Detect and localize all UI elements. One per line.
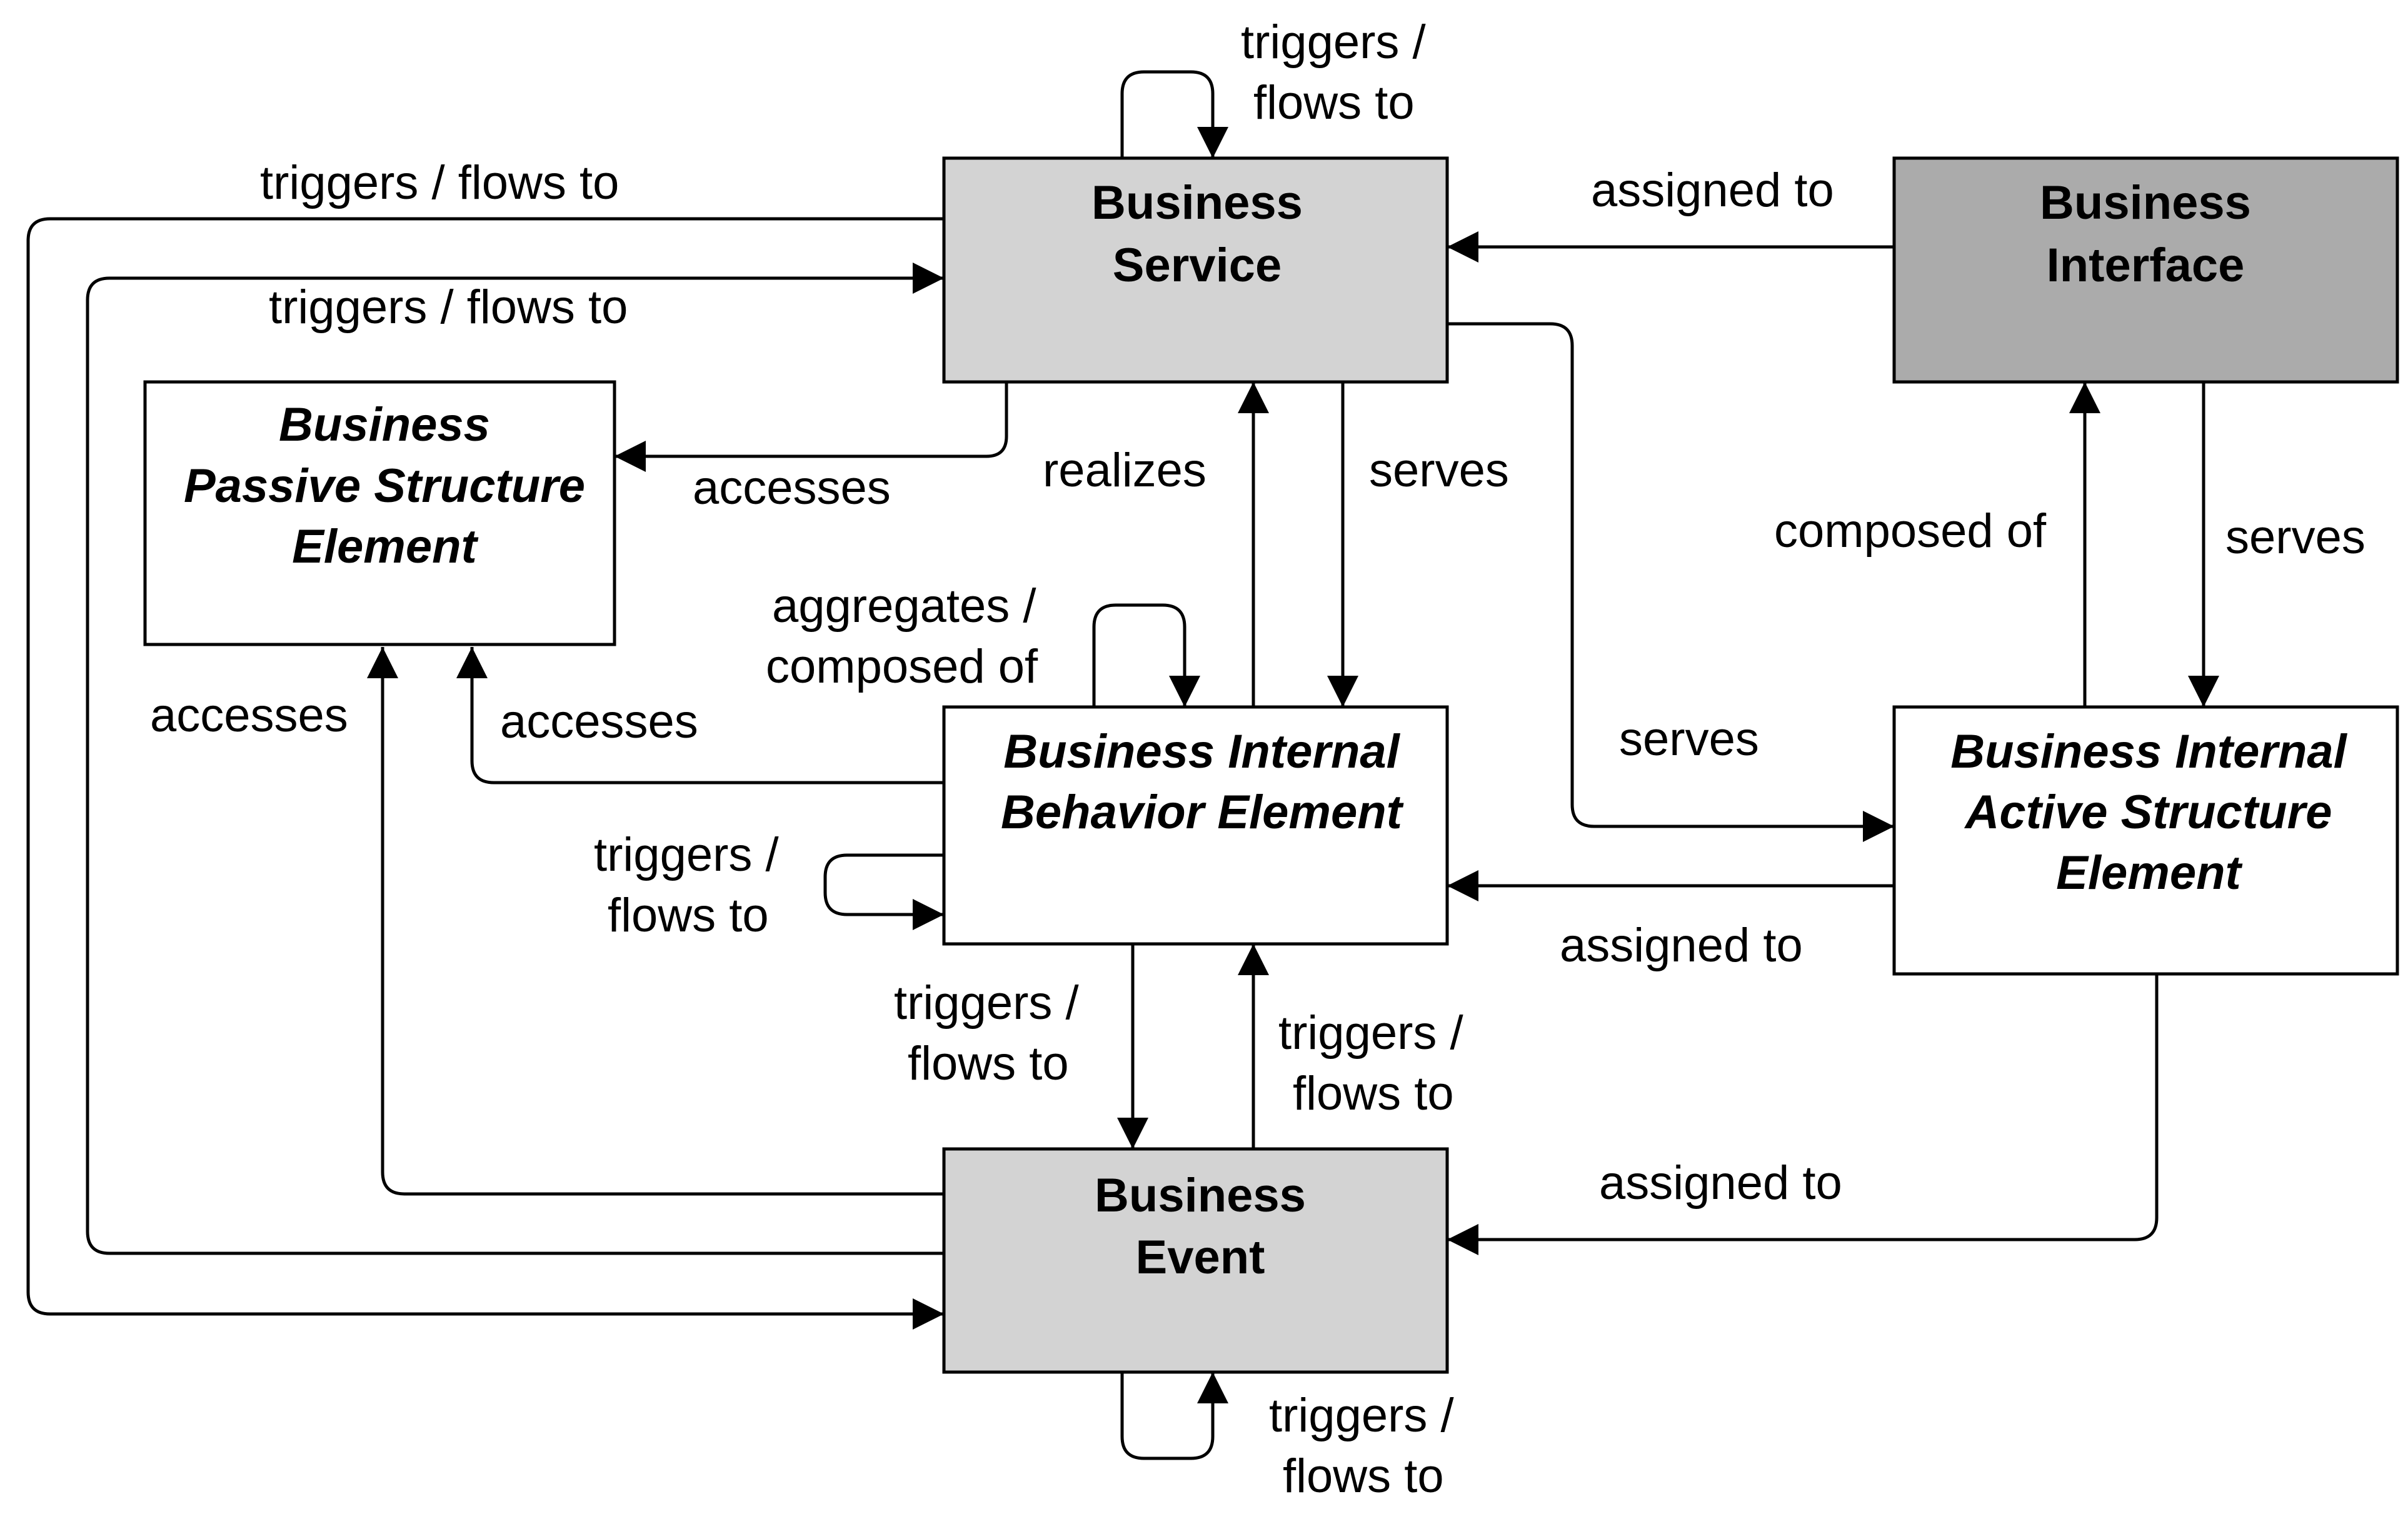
label-behavior-triggers-event-1: triggers /: [894, 976, 1080, 1030]
edge-event-self-triggers: [1120, 1372, 1228, 1460]
label-interface-composed-of: composed of: [1774, 504, 2047, 558]
label-service-to-event-triggers: triggers / flows to: [260, 156, 619, 209]
label-active-assigned-event: assigned to: [1599, 1156, 1842, 1210]
label-service-self-triggers-2: flows to: [1253, 76, 1415, 129]
business-service-box: [942, 156, 1449, 384]
label-behavior-aggregates-2: composed of: [766, 640, 1038, 693]
label-service-serves-behavior: serves: [1369, 444, 1509, 497]
label-event-accesses-passive: accesses: [150, 689, 348, 742]
edge-active-assigned-event: [1447, 974, 2159, 1255]
label-service-self-triggers-1: triggers /: [1241, 16, 1427, 69]
business-interface-line-2: Interface: [2047, 239, 2245, 292]
edge-behavior-aggregates-self: [1092, 603, 1200, 707]
node-business-internal-active-structure-element: Business Internal Active Structure Eleme…: [1892, 705, 2399, 976]
label-behavior-self-triggers-2: flows to: [608, 889, 769, 942]
label-behavior-self-triggers-1: triggers /: [594, 828, 780, 881]
business-passive-structure-element-line-1: Business: [279, 398, 490, 451]
label-event-self-triggers-1: triggers /: [1269, 1389, 1455, 1442]
edge-service-serves-active: [1447, 322, 1894, 842]
business-passive-structure-element-line-2: Passive Structure: [184, 459, 585, 513]
business-internal-behavior-element-box: [942, 705, 1449, 946]
business-internal-active-structure-element-line-1: Business Internal: [1950, 725, 2347, 778]
label-event-triggers-behavior-2: flows to: [1293, 1067, 1454, 1120]
label-behavior-accesses-passive: accesses: [500, 695, 698, 748]
business-event-line-2: Event: [1136, 1231, 1265, 1284]
edge-event-to-service-triggers: [86, 263, 944, 1255]
node-business-interface: Business Interface: [1892, 156, 2399, 384]
node-business-internal-behavior-element: Business Internal Behavior Element: [942, 705, 1449, 946]
edge-service-self-triggers: [1120, 70, 1228, 158]
label-event-to-service-triggers: triggers / flows to: [269, 281, 628, 334]
business-interface-line-1: Business: [2040, 176, 2251, 229]
label-behavior-aggregates-1: aggregates /: [772, 579, 1036, 633]
business-passive-structure-element-box: [143, 380, 616, 646]
label-behavior-realizes-service: realizes: [1043, 444, 1207, 497]
business-internal-behavior-element-line-1: Business Internal: [1003, 725, 1400, 778]
label-event-triggers-behavior-1: triggers /: [1278, 1006, 1464, 1060]
business-service-line-1: Business: [1091, 176, 1303, 229]
label-service-serves-active: serves: [1619, 713, 1759, 766]
business-service-line-2: Service: [1113, 239, 1282, 292]
business-interface-box: [1892, 156, 2399, 384]
label-service-accesses-passive: accesses: [693, 461, 891, 514]
business-internal-active-structure-element-box: [1892, 705, 2399, 976]
label-event-self-triggers-2: flows to: [1283, 1450, 1444, 1503]
edge-service-accesses-passive: [615, 382, 1008, 472]
edge-behavior-self-triggers: [823, 853, 944, 930]
node-business-service: Business Service: [942, 156, 1449, 384]
label-behavior-triggers-event-2: flows to: [908, 1037, 1069, 1090]
edge-event-accesses-passive: [367, 647, 944, 1196]
node-business-event: Business Event: [942, 1147, 1449, 1374]
business-event-box: [942, 1147, 1449, 1374]
business-internal-active-structure-element-line-2: Active Structure: [1964, 786, 2332, 839]
edge-behavior-accesses-passive: [456, 647, 944, 785]
label-interface-serves-active: serves: [2225, 511, 2365, 564]
edge-service-to-event-triggers: [26, 217, 944, 1330]
label-active-assigned-behavior: assigned to: [1560, 919, 1803, 972]
business-internal-behavior-element-line-2: Behavior Element: [1001, 786, 1404, 839]
business-passive-structure-element-line-3: Element: [292, 520, 478, 573]
business-event-line-1: Business: [1095, 1169, 1306, 1222]
label-interface-assigned-service: assigned to: [1591, 164, 1834, 217]
node-business-passive-structure-element: Business Passive Structure Element: [143, 380, 616, 646]
business-internal-active-structure-element-line-3: Element: [2056, 846, 2242, 900]
